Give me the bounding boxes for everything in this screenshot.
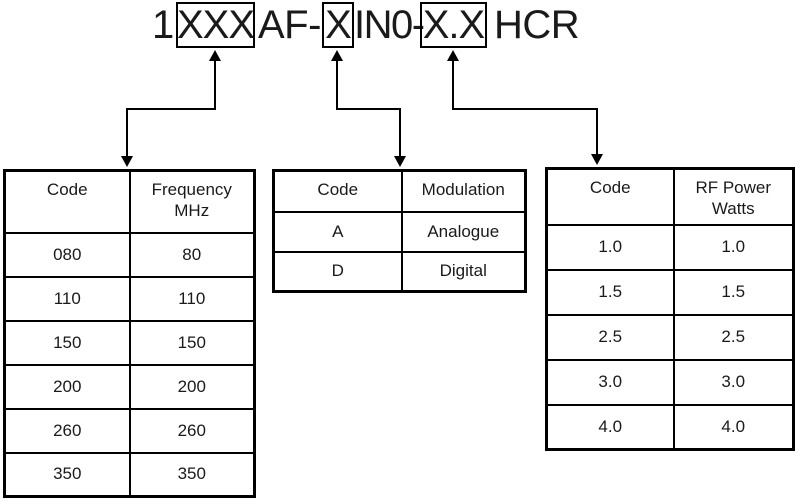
table-cell: 110 bbox=[128, 275, 256, 322]
table-cell: 150 bbox=[3, 319, 131, 366]
table-cell: A bbox=[272, 210, 403, 253]
connector-line bbox=[596, 108, 598, 155]
table-cell: 110 bbox=[3, 275, 131, 322]
table-cell: 1.0 bbox=[545, 223, 675, 271]
table-cell: 2.5 bbox=[672, 313, 795, 361]
arrowhead-up bbox=[331, 50, 343, 61]
table-cell: 1.5 bbox=[672, 268, 795, 316]
column-header-code: Code bbox=[3, 169, 131, 234]
table-cell: 350 bbox=[3, 451, 131, 498]
connector-line bbox=[452, 60, 454, 109]
table-cell: 1.0 bbox=[672, 223, 795, 271]
table-cell: Digital bbox=[400, 250, 527, 293]
table-cell: Analogue bbox=[400, 210, 527, 253]
table-cell: 3.0 bbox=[672, 358, 795, 406]
table-cell: D bbox=[272, 250, 403, 293]
arrowhead-up bbox=[209, 50, 221, 61]
table-cell: 1.5 bbox=[545, 268, 675, 316]
table-cell: 4.0 bbox=[672, 403, 795, 451]
title-segment-af: AF- bbox=[258, 3, 321, 47]
column-header-modulation: Modulation bbox=[400, 169, 527, 213]
header-row: Code Modulation bbox=[272, 169, 527, 213]
arrowhead-down bbox=[394, 156, 406, 167]
column-header-rf-power: RF Power Watts bbox=[672, 167, 795, 226]
frequency-code-box: XXX bbox=[176, 2, 255, 48]
table-cell: 350 bbox=[128, 451, 256, 498]
connector-line bbox=[126, 108, 128, 157]
header-row: Code Frequency MHz bbox=[3, 169, 256, 234]
connector-line bbox=[126, 108, 216, 110]
arrowhead-down bbox=[121, 156, 133, 167]
title-suffix-hcr: HCR bbox=[494, 3, 580, 47]
arrowhead-up bbox=[447, 50, 459, 61]
connector-line bbox=[336, 60, 338, 109]
table-cell: 4.0 bbox=[545, 403, 675, 451]
connector-line bbox=[452, 108, 598, 110]
column-header-code: Code bbox=[272, 169, 403, 213]
title-segment-in0: IN0- bbox=[354, 3, 425, 47]
table-cell: 150 bbox=[128, 319, 256, 366]
connector-line bbox=[399, 108, 401, 157]
table-cell: 2.5 bbox=[545, 313, 675, 361]
header-row: Code RF Power Watts bbox=[545, 167, 795, 226]
table-cell: 80 bbox=[128, 231, 256, 278]
arrowhead-down bbox=[591, 154, 603, 165]
title-prefix: 1 bbox=[152, 3, 174, 47]
power-code-box: X.X bbox=[420, 2, 487, 48]
table-cell: 080 bbox=[3, 231, 131, 278]
table-cell: 200 bbox=[3, 363, 131, 410]
connector-line bbox=[336, 108, 401, 110]
column-header-code: Code bbox=[545, 167, 675, 226]
connector-line bbox=[214, 60, 216, 109]
table-cell: 260 bbox=[3, 407, 131, 454]
table-cell: 260 bbox=[128, 407, 256, 454]
modulation-code-box: X bbox=[322, 2, 354, 48]
table-cell: 200 bbox=[128, 363, 256, 410]
column-header-frequency: Frequency MHz bbox=[128, 169, 256, 234]
table-cell: 3.0 bbox=[545, 358, 675, 406]
